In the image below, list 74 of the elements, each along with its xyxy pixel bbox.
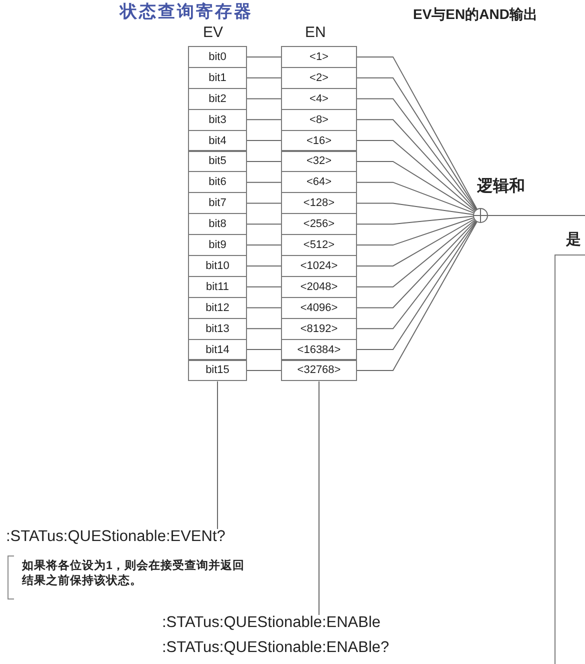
connector-line <box>217 380 218 530</box>
connector-line <box>356 218 474 266</box>
register-cell: <32768> <box>281 360 357 382</box>
connector-line <box>246 349 282 350</box>
connector-line <box>356 217 474 246</box>
register-cell: <256> <box>281 213 357 236</box>
register-cell: <4> <box>281 88 357 110</box>
connector-line <box>246 328 282 330</box>
register-cell: bit12 <box>188 296 247 319</box>
output-label: EV与EN的AND输出 <box>413 6 538 24</box>
register-cell: <8192> <box>281 318 357 340</box>
command-text: :STATus:QUEStionable:ENABle <box>162 613 382 633</box>
register-cell: bit0 <box>188 46 247 68</box>
register-cell: bit2 <box>188 88 247 110</box>
connector-line <box>356 140 476 212</box>
connector-line <box>246 160 282 162</box>
connector-line <box>246 182 282 183</box>
column-header: EN <box>305 24 326 41</box>
note-text: 如果将各位设为1，则会在接受查询并返回结果之前保持该状态。 <box>22 559 246 589</box>
command-text: :STATus:QUEStionable:EVENt? <box>6 527 226 547</box>
command-text: :STATus:QUEStionable:ENABle? <box>162 638 390 658</box>
connector-line <box>356 220 476 288</box>
connector-line <box>356 119 476 210</box>
output-label: 是 <box>566 230 581 249</box>
register-cell: bit1 <box>188 66 247 89</box>
register-cell: <4096> <box>281 296 357 319</box>
register-cell: <2048> <box>281 276 357 298</box>
or-gate-circle <box>473 208 488 223</box>
connector-line <box>246 224 282 225</box>
register-cell: bit5 <box>188 150 247 172</box>
register-cell: bit7 <box>188 192 247 214</box>
connector-line <box>246 244 282 246</box>
register-cell: <1024> <box>281 255 357 277</box>
connector-line <box>246 98 282 100</box>
register-cell: bit15 <box>188 360 247 382</box>
register-cell: <16384> <box>281 338 357 360</box>
connector-line <box>246 119 282 120</box>
register-cell: bit14 <box>188 338 247 360</box>
connector-line <box>246 202 282 204</box>
register-cell: <128> <box>281 192 357 214</box>
register-cell: <64> <box>281 171 357 194</box>
connector-line <box>356 220 476 308</box>
connector-line <box>246 286 282 288</box>
register-cell: <16> <box>281 130 357 152</box>
connector-line <box>318 380 320 616</box>
diagram-title: 状态查询寄存器 <box>120 1 253 23</box>
register-cell: bit10 <box>188 255 247 277</box>
register-cell: bit9 <box>188 234 247 256</box>
register-cell: bit4 <box>188 130 247 152</box>
connector-line <box>356 182 474 214</box>
register-cell: bit13 <box>188 318 247 340</box>
register-cell: <8> <box>281 108 357 131</box>
connector-line <box>246 307 282 308</box>
connector-line <box>246 370 282 371</box>
register-cell: bit6 <box>188 171 247 194</box>
register-cell: <1> <box>281 46 357 68</box>
connector-line <box>246 77 282 78</box>
connector-line <box>356 220 476 330</box>
register-cell: bit11 <box>188 276 247 298</box>
node-caption: 逻辑和 <box>477 176 525 197</box>
register-cell: <512> <box>281 234 357 256</box>
connector-line <box>356 98 476 210</box>
connector-line <box>246 140 282 142</box>
connector-line <box>246 56 282 58</box>
connector-line <box>246 265 282 266</box>
connector-line <box>356 202 474 215</box>
connector-line <box>356 216 474 225</box>
register-cell: bit3 <box>188 108 247 131</box>
connector-line <box>356 160 475 212</box>
register-cell: bit8 <box>188 213 247 236</box>
connector-line <box>488 215 585 216</box>
register-cell: <2> <box>281 66 357 89</box>
register-cell: <32> <box>281 150 357 172</box>
column-header: EV <box>203 24 224 41</box>
